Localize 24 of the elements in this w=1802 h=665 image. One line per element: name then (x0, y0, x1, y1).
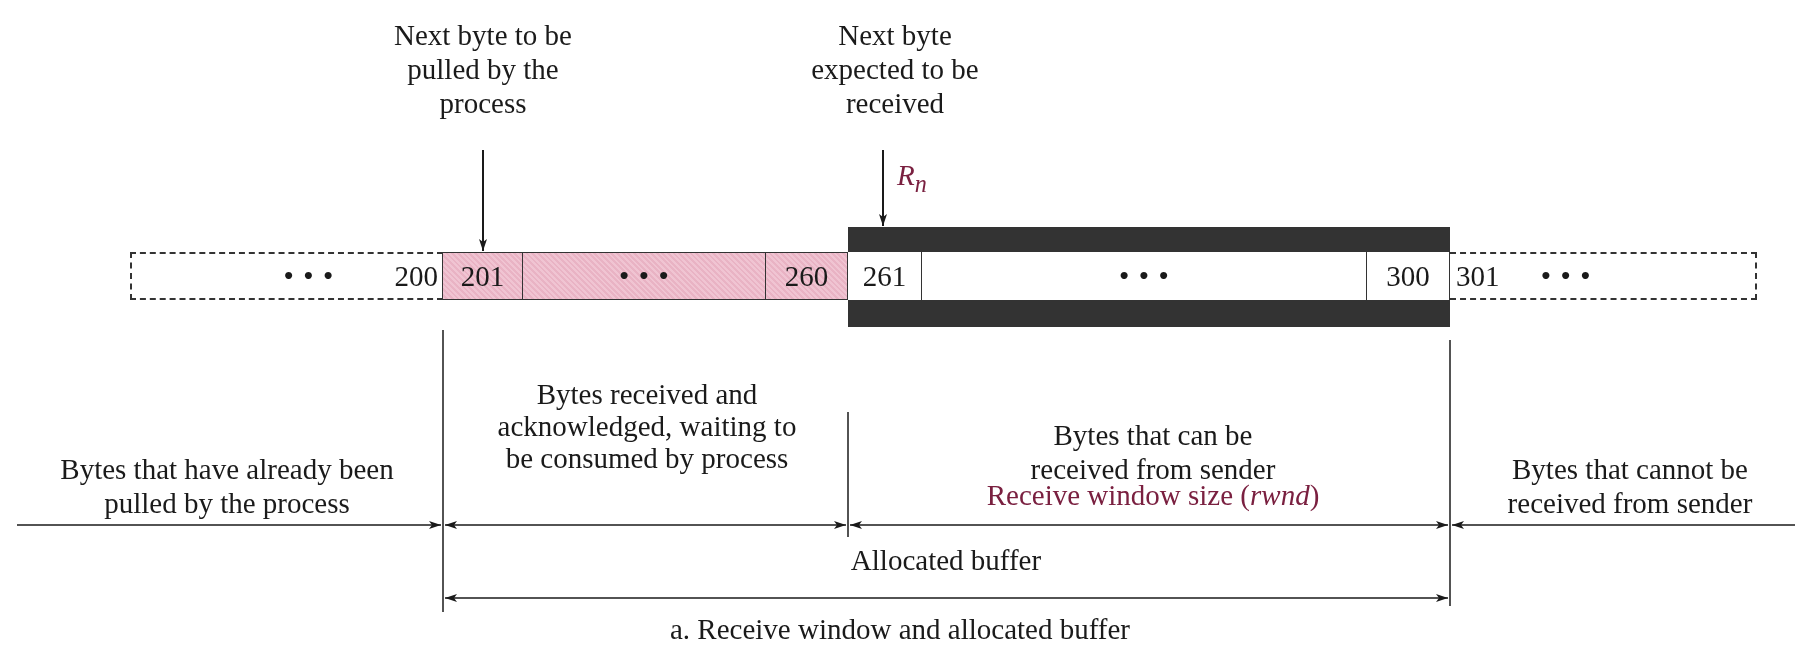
arrow (479, 149, 487, 252)
byte-number: 201 (460, 261, 505, 291)
buffer-cell (443, 252, 523, 300)
buffer-segment (1450, 252, 1757, 300)
region-description: Bytes that have already been pulled by the process (59, 452, 395, 520)
figure-caption: a. Receive window and allocated buffer (668, 612, 1132, 646)
annotation-text: Next byte to be pulled by the process (383, 18, 583, 128)
byte-number: 301 (1456, 261, 1500, 291)
buffer-cell (523, 252, 766, 300)
byte-number: 200 (394, 261, 438, 291)
byte-number: 261 (862, 261, 907, 291)
dimension-label: Allocated buffer (849, 543, 1043, 577)
region-description: Bytes received and acknowledged, waiting to be consumed by process (496, 378, 798, 474)
byte-number: 260 (784, 261, 829, 291)
ellipsis-dots: • • • (617, 266, 671, 286)
region-description: Bytes that cannot be received from sender (1506, 452, 1754, 520)
receive-window-frame (848, 227, 1450, 327)
annotation-text: Next byte expected to be received (790, 18, 1000, 128)
arrow (879, 149, 887, 227)
byte-number: 300 (1386, 261, 1430, 291)
buffer-cell (766, 252, 848, 300)
ellipsis-dots: • • • (1539, 266, 1592, 286)
ellipsis-dots: • • • (1117, 266, 1171, 286)
ellipsis-dots: • • • (282, 266, 335, 286)
